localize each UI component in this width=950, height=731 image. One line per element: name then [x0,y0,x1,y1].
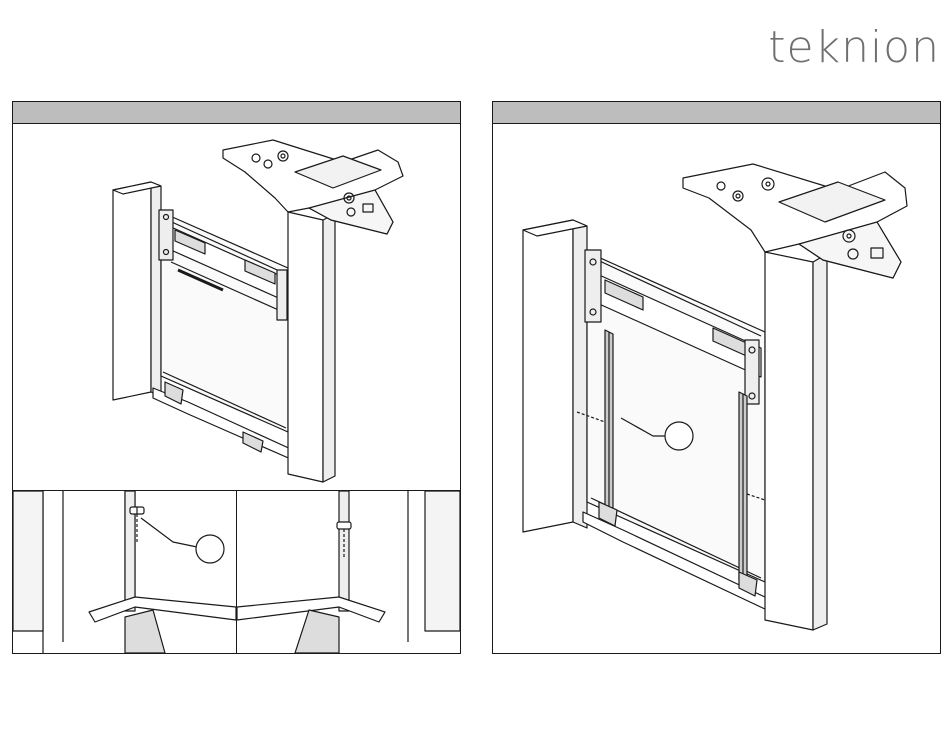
assembly-illustration-installed [493,102,940,653]
instruction-panel-left [12,101,461,654]
screw-detail-illustration [13,102,460,653]
teknion-logo: teknion [768,22,940,73]
instruction-panel-right [492,101,941,654]
